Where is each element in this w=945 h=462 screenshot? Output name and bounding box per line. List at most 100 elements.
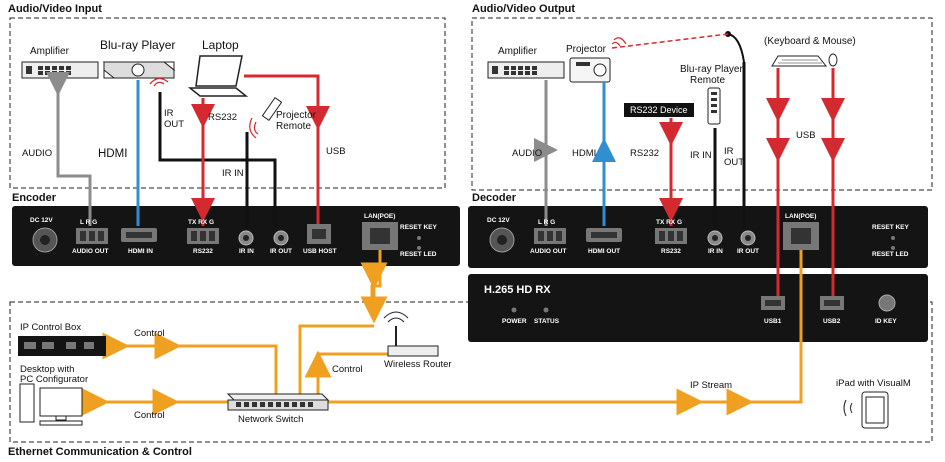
av-input-frame [9, 17, 446, 189]
encoder-dc-label: DC 12V [30, 217, 53, 224]
encoder-txrxg-label: TX RX G [188, 219, 215, 226]
desktop-label-1: Desktop with [20, 364, 75, 375]
decoder-front-panel [468, 274, 928, 342]
bluray-remote-label-1: Blu-ray Player [680, 64, 743, 75]
network-switch-icon [226, 393, 330, 411]
output-audio-label: AUDIO [512, 148, 543, 159]
decoder-ir-out-label: IR OUT [737, 248, 760, 255]
ipad-icon [843, 391, 889, 429]
encoder-hdmi-in-label: HDMI IN [128, 248, 153, 255]
desktop-icon [19, 383, 83, 426]
encoder-reset-led-label: RESET LED [400, 251, 437, 258]
usb1-label: USB1 [764, 318, 782, 325]
decoder-audio-out-label: AUDIO OUT [530, 248, 567, 255]
control-box-line [106, 344, 278, 396]
encoder-reset-key-label: RESET KEY [400, 224, 437, 231]
decoder-reset-led-label: RESET LED [872, 251, 909, 258]
bluray-ir-waves [149, 77, 169, 87]
control-label-1: Control [134, 328, 165, 339]
output-amplifier-icon [487, 61, 565, 79]
network-switch-label: Network Switch [238, 414, 304, 425]
input-ir-in-label: IR IN [222, 168, 244, 179]
input-ir-out-cable [158, 92, 277, 228]
encoder-lrg-label: L R G [80, 219, 98, 226]
mouse-icon [828, 53, 838, 67]
output-rs232-label: RS232 [630, 148, 660, 159]
control-label-3: Control [332, 364, 363, 375]
desktop-label-2: PC Configurator [20, 374, 89, 385]
decoder-lan-label: LAN(POE) [785, 213, 817, 220]
encoder-audio-out-label: AUDIO OUT [72, 248, 109, 255]
id-key-label: ID KEY [875, 318, 897, 325]
input-usb-label: USB [326, 146, 346, 157]
laptop-label: Laptop [202, 38, 239, 52]
encoder-title: Encoder [12, 192, 57, 204]
decoder-title: Decoder [472, 192, 517, 204]
projector-label: Projector [566, 44, 607, 55]
ipad-label: iPad with VisualM [836, 378, 911, 389]
encoder-usb-host-label: USB HOST [303, 248, 337, 255]
decoder-ir-in-label: IR IN [708, 248, 723, 255]
projector-ir-dashed [611, 33, 729, 49]
wireless-router-label: Wireless Router [384, 359, 452, 370]
encoder-panel [12, 206, 460, 266]
laptop-icon [187, 55, 249, 97]
projector-icon [569, 57, 611, 83]
keyboard-icon [771, 55, 828, 67]
decoder-rs232-label: RS232 [661, 248, 681, 255]
decoder-dc-label: DC 12V [487, 217, 510, 224]
encoder-lan-label: LAN(POE) [364, 213, 396, 220]
remote-ir-waves [249, 117, 259, 139]
projector-remote-icon [261, 96, 283, 122]
input-usb-cable [244, 74, 320, 224]
output-ir-out-label-2: OUT [724, 157, 745, 168]
input-rs232-label: RS232 [208, 112, 238, 123]
router-line [316, 352, 390, 396]
decoder-hdmi-out-label: HDMI OUT [588, 248, 621, 255]
output-hdmi-label: HDMI [572, 148, 597, 159]
output-amplifier-label: Amplifier [498, 46, 537, 57]
decoder-txrxg-label: TX RX G [656, 219, 683, 226]
ethernet-title: Ethernet Communication & Control [8, 446, 192, 458]
wireless-router-icon [383, 311, 439, 357]
keyboard-mouse-label: (Keyboard & Mouse) [764, 36, 856, 47]
input-ir-out-label-1: IR [164, 108, 174, 119]
input-ir-out-label-2: OUT [164, 119, 185, 130]
power-led-label: POWER [502, 318, 527, 325]
encoder-ir-out-label: IR OUT [270, 248, 293, 255]
projector-remote-label-1: Projector [276, 110, 317, 121]
decoder-lrg-label: L R G [538, 219, 556, 226]
output-usb-label: USB [796, 130, 816, 141]
av-input-title: Audio/Video Input [8, 3, 102, 15]
output-ir-out-label-1: IR [724, 146, 734, 157]
encoder-ir-in-label: IR IN [239, 248, 254, 255]
control-label-2: Control [134, 410, 165, 421]
bluray-label: Blu-ray Player [100, 38, 176, 52]
encoder-rs232-label: RS232 [193, 248, 213, 255]
ip-stream-label: IP Stream [690, 380, 733, 391]
usb2-label: USB2 [823, 318, 841, 325]
rs232-device-box: RS232 Device [624, 103, 694, 117]
ip-stream-line [322, 250, 803, 404]
bluray-remote-icon [707, 87, 721, 125]
projector-remote-label-2: Remote [276, 121, 312, 132]
ir-receiver-icon [725, 31, 745, 63]
decoder-front-title: H.265 HD RX [484, 284, 551, 296]
switch-to-encoder [298, 324, 374, 396]
output-ir-in-label: IR IN [690, 150, 712, 161]
av-output-frame [471, 17, 933, 191]
decoder-rear-panel [468, 206, 928, 268]
input-amplifier-icon [21, 61, 99, 79]
input-audio-cable [56, 80, 92, 226]
ip-control-box-icon [18, 336, 106, 356]
decoder-reset-key-label: RESET KEY [872, 224, 909, 231]
ip-control-box-label: IP Control Box [20, 322, 82, 333]
av-output-title: Audio/Video Output [472, 3, 576, 15]
projector-ir-waves [611, 37, 627, 47]
status-led-label: STATUS [534, 318, 560, 325]
input-amplifier-label: Amplifier [30, 46, 69, 57]
bluray-player-icon [102, 61, 176, 79]
input-audio-label: AUDIO [22, 148, 53, 159]
